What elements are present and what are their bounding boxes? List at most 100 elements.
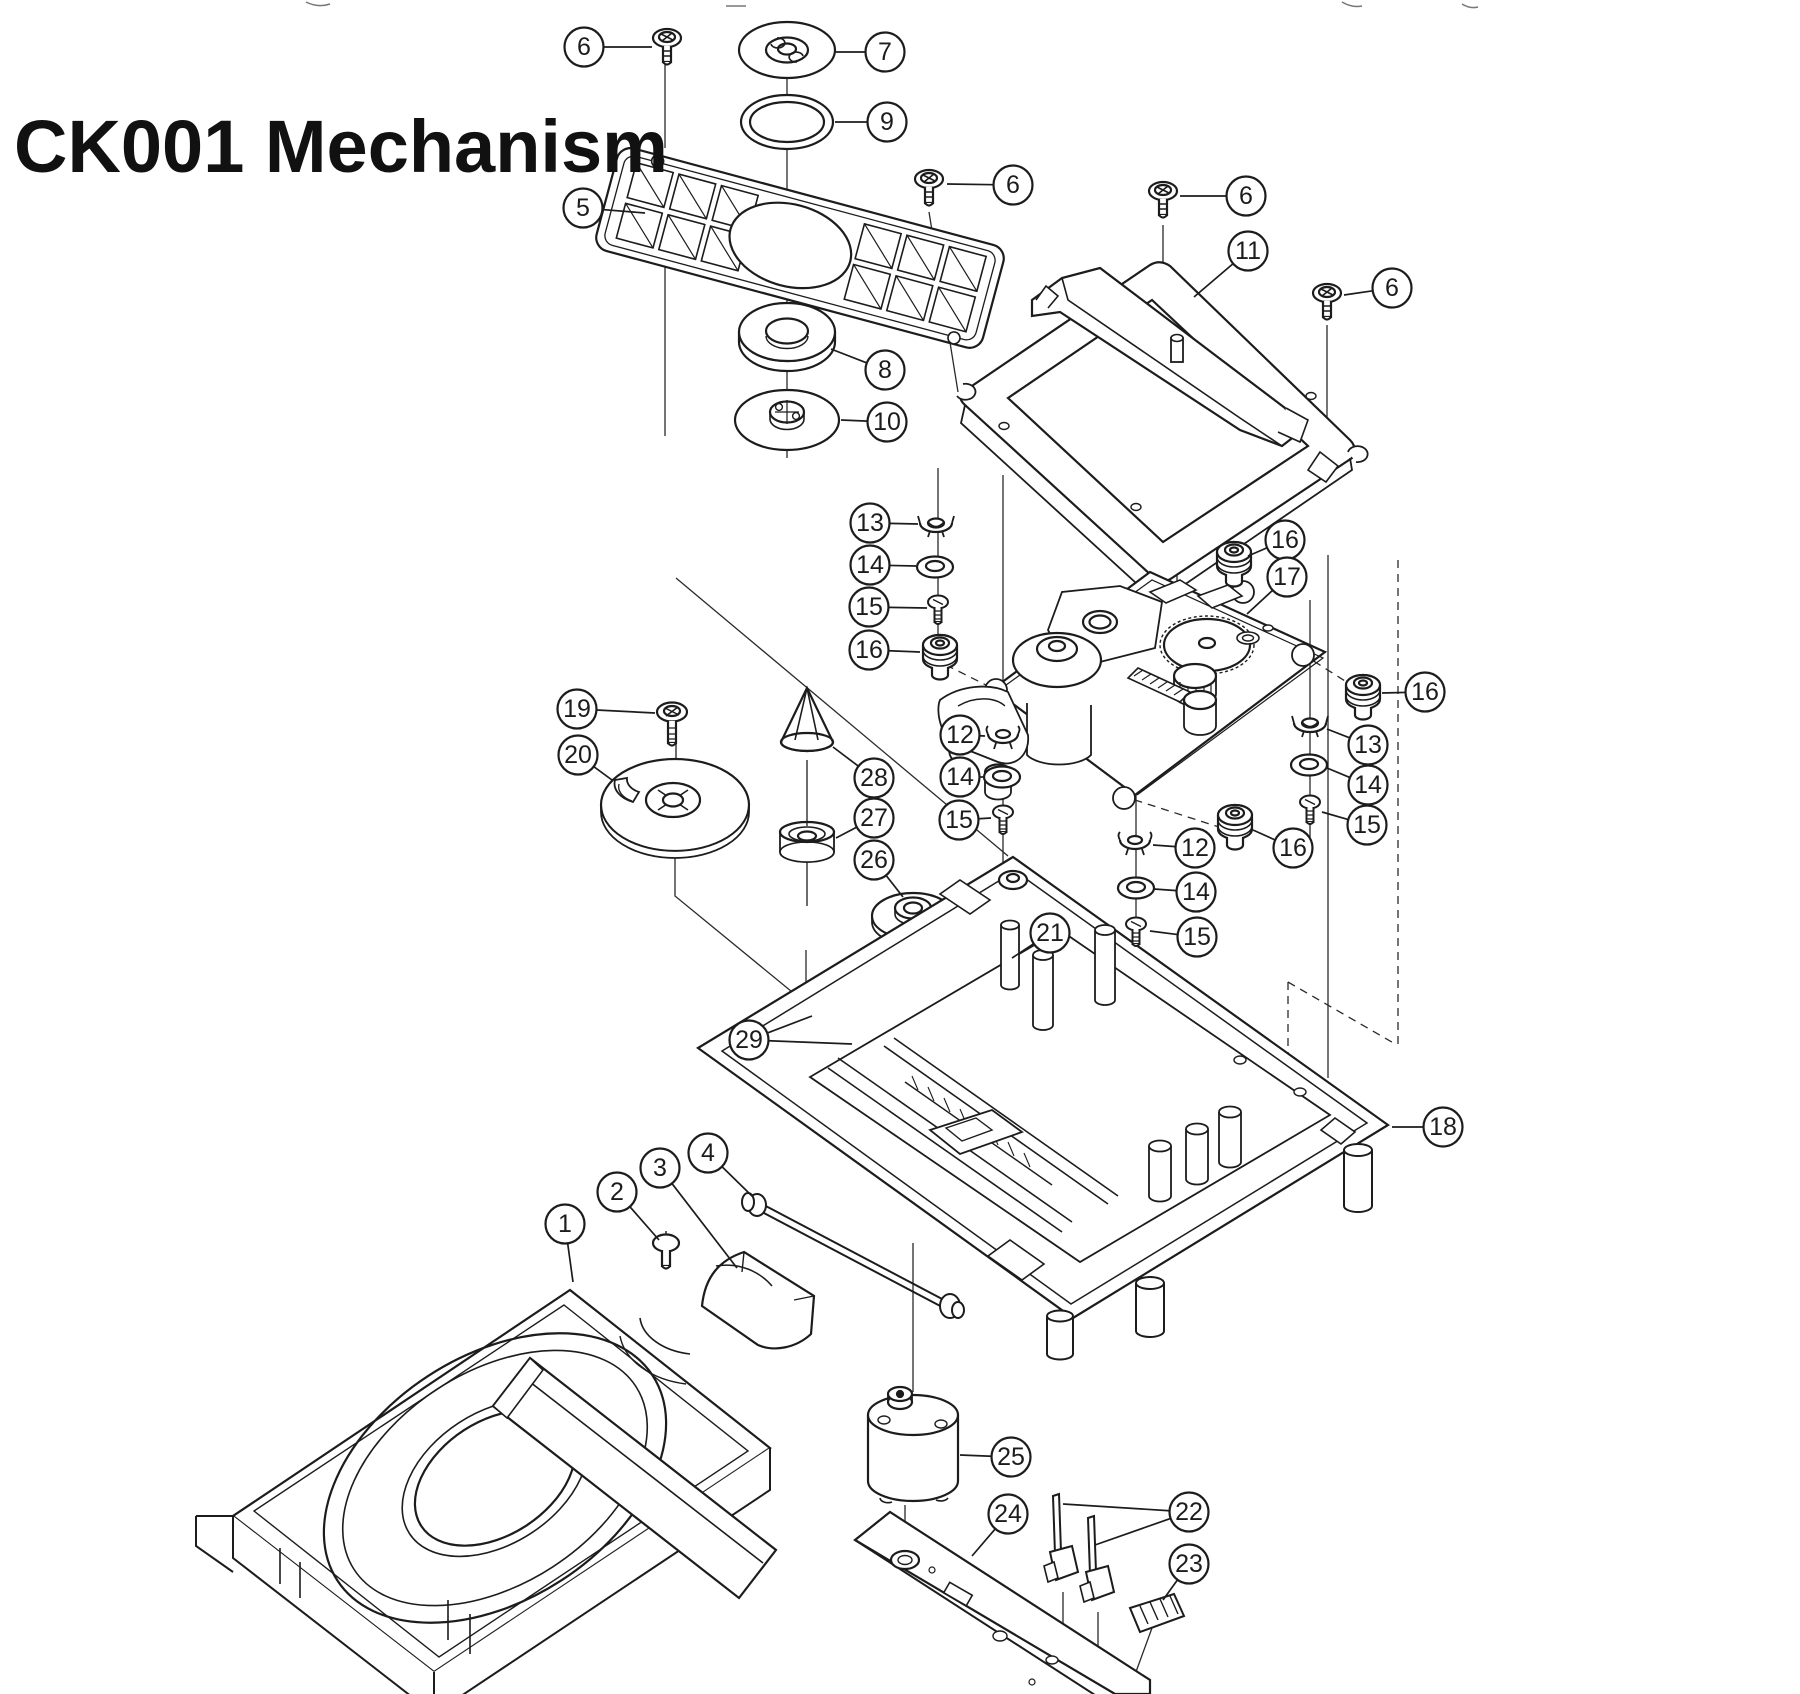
callout-number: 12 xyxy=(946,721,974,749)
part-22-switches xyxy=(1043,1492,1116,1604)
callout-leader xyxy=(835,826,858,839)
part-16-grommet xyxy=(1344,673,1382,721)
callout-leader xyxy=(840,419,868,423)
part-16-grommet xyxy=(1215,540,1253,588)
part-25-motor xyxy=(866,1385,960,1504)
callout-balloon xyxy=(848,629,890,671)
callout-balloon xyxy=(556,688,598,730)
callout-leader xyxy=(830,348,868,364)
callout-leader xyxy=(766,1015,813,1034)
callout-number: 14 xyxy=(1182,878,1210,906)
callout-leader xyxy=(978,817,992,820)
part-11-clamp-frame xyxy=(956,261,1369,597)
part-14-washer xyxy=(915,555,955,579)
callout-leader xyxy=(885,874,904,898)
callout-balloon xyxy=(1029,912,1071,954)
part-15-screw xyxy=(1299,794,1321,825)
callout-number: 18 xyxy=(1429,1113,1457,1141)
callout-leader xyxy=(1343,289,1373,296)
callout-leader xyxy=(566,1243,574,1283)
callout-number: 19 xyxy=(563,695,591,723)
callout-balloon xyxy=(853,757,895,799)
callout-number: 24 xyxy=(994,1500,1022,1528)
callout-balloon xyxy=(1272,827,1314,869)
part-10-turntable-disc xyxy=(733,388,841,452)
callout-balloon xyxy=(1422,1106,1464,1148)
callout-leader xyxy=(721,1166,753,1197)
part-27-pulley xyxy=(778,760,836,906)
callout-number: 28 xyxy=(860,764,888,792)
callout-leader xyxy=(1247,546,1268,557)
callout-number: 15 xyxy=(945,806,973,834)
callout-number: 16 xyxy=(1411,678,1439,706)
callout-balloon xyxy=(557,734,599,776)
callout-number: 1 xyxy=(558,1210,572,1238)
callout-number: 14 xyxy=(856,551,884,579)
callout-leader xyxy=(1193,262,1234,298)
part-20-chucking-plate xyxy=(599,757,751,859)
scan-artifacts xyxy=(305,1,1479,9)
callout-number: 26 xyxy=(860,846,888,874)
callout-leader xyxy=(1162,1579,1179,1601)
callout-number: 8 xyxy=(878,356,892,384)
part-3-cover xyxy=(700,1250,816,1350)
part-28-cone-spring xyxy=(779,685,835,753)
callout-leader xyxy=(1252,829,1276,841)
callout-number: 23 xyxy=(1175,1550,1203,1578)
part-7-clamper-magnet xyxy=(737,20,837,80)
callout-leader xyxy=(1246,589,1274,615)
part-14-washer xyxy=(1116,876,1156,900)
callout-balloon xyxy=(992,164,1034,206)
callout-number: 21 xyxy=(1036,919,1064,947)
part-2-stud xyxy=(651,1231,681,1270)
callout-balloon xyxy=(1346,804,1388,846)
callout-balloon xyxy=(1175,871,1217,913)
part-1-disc-tray xyxy=(195,1288,778,1694)
callout-number: 20 xyxy=(564,741,592,769)
callout-leader xyxy=(671,1182,738,1269)
callout-leader xyxy=(768,1039,853,1045)
callout-balloon xyxy=(849,544,891,586)
part-24-pcb xyxy=(853,1510,1152,1694)
callout-leader xyxy=(1326,728,1351,739)
callout-number: 13 xyxy=(856,509,884,537)
part-15-screw xyxy=(992,804,1014,835)
part-15-screw xyxy=(927,594,949,625)
callout-number: 2 xyxy=(610,1178,624,1206)
callout-number: 6 xyxy=(1239,182,1253,210)
callout-leader xyxy=(889,564,917,567)
callout-leader xyxy=(1326,767,1351,779)
part-16-grommet xyxy=(1216,803,1254,851)
callout-number: 14 xyxy=(1354,771,1382,799)
callout-balloon xyxy=(853,839,895,881)
callout-balloon xyxy=(728,1019,770,1061)
callout-number: 5 xyxy=(576,194,590,222)
callout-balloon xyxy=(1168,1543,1210,1585)
callout-leader xyxy=(888,649,921,653)
callout-leader xyxy=(959,1454,992,1458)
callout-number: 4 xyxy=(701,1139,715,1167)
callout-balloon xyxy=(939,756,981,798)
callout-balloon xyxy=(639,1147,681,1189)
callout-leader xyxy=(629,1206,660,1241)
callout-number: 6 xyxy=(1385,274,1399,302)
callout-number: 16 xyxy=(855,636,883,664)
part-9-ring xyxy=(739,93,835,151)
callout-leader xyxy=(1152,844,1176,848)
part-8-damper xyxy=(737,301,837,373)
callout-number: 25 xyxy=(997,1443,1025,1471)
part-4-guide-rod xyxy=(741,1192,965,1319)
callout-balloon xyxy=(687,1132,729,1174)
part-23-connector xyxy=(1128,1592,1186,1634)
callout-balloon xyxy=(866,401,908,443)
callout-number: 15 xyxy=(1183,923,1211,951)
part-18-chassis xyxy=(696,855,1390,1361)
callout-balloon xyxy=(544,1203,586,1245)
callout-balloon xyxy=(864,31,906,73)
callout-balloon xyxy=(1168,1491,1210,1533)
callout-balloon xyxy=(1174,827,1216,869)
callout-balloon xyxy=(864,349,906,391)
callout-number: 10 xyxy=(873,408,901,436)
